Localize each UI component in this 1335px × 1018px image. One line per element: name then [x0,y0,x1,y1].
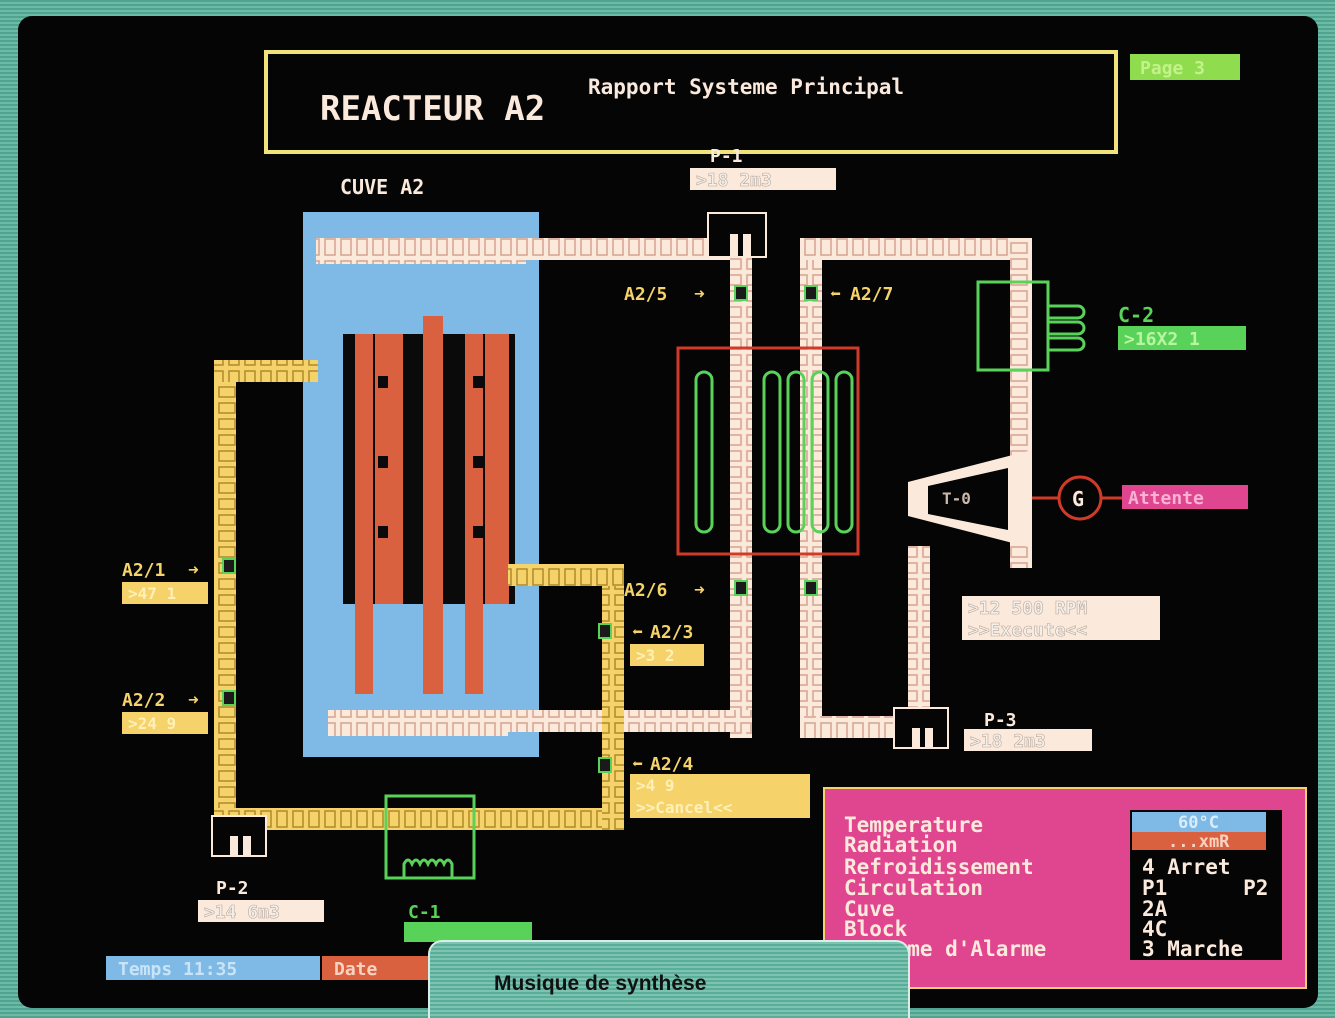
caption-tab: Musique de synthèse [428,940,910,1018]
valve-a2-4-readout: >4 9 [636,776,675,795]
pump-p1-label: P-1 [710,146,743,167]
valve-a2-4[interactable] [599,758,611,772]
valve-a2-3-label: A2/3 [650,622,693,643]
alarm-value: 3 Marche [1142,937,1243,961]
condenser-c2-readout: >16X2 1 [1124,329,1200,350]
valve-a2-3[interactable] [599,624,611,638]
pipe-down-main [730,238,752,738]
valve-a2-2[interactable] [223,691,235,705]
pipe-yellow-right [602,564,624,830]
radiation-value: ...xmR [1168,832,1230,852]
process-diagram: REACTEUR A2 Rapport Systeme Principal Pa… [18,16,1318,1008]
temperature-value: 60°C [1178,813,1219,833]
cancel-command[interactable]: >>Cancel<< [636,798,732,817]
valve-a2-4-label: A2/4 [650,754,694,775]
vessel-label: CUVE A2 [340,175,424,199]
turbine-label: T-0 [942,489,971,508]
time-display: Temps 11:35 [118,959,237,980]
vessel-top-header [316,238,526,264]
pump-p3-readout: >18 2m3 [970,731,1046,752]
valve-a2-1-readout: >47 1 [128,584,176,603]
fuel-block-a [375,334,403,604]
fuel-rod-1 [355,334,373,694]
generator-status: Attente [1128,488,1204,509]
fuel-rod-2 [423,316,443,694]
valve-a2-7[interactable] [805,286,817,300]
valve-a2-6-arrow: ➜ [694,580,705,601]
pump-p2[interactable] [212,816,266,856]
valve-a2-3-arrow: ⬅ [632,622,643,643]
pump-p1[interactable] [708,213,766,257]
condenser-c1-label: C-1 [408,902,441,923]
pipe-yellow-top [214,360,318,382]
valve-a2-3-readout: >3 2 [636,646,675,665]
pipe-yellow-left [214,360,236,830]
report-subtitle: Rapport Systeme Principal [588,75,904,99]
valve-a2-4-arrow: ⬅ [632,754,643,775]
rpm-readout: >12 500 RPM [968,598,1087,619]
fuel-block-b [485,334,509,604]
condenser-c2-label: C-2 [1118,303,1154,327]
pump-p1-readout: >18 2m3 [696,170,772,191]
exchanger-coils [696,372,852,532]
date-display: Date [334,959,378,980]
valve-a2-1-label: A2/1 [122,560,165,581]
valve-a2-2-arrow: ➜ [188,690,199,711]
valve-return[interactable] [805,581,817,595]
pump-p2-readout: >14 6m3 [204,902,280,923]
valve-a2-5[interactable] [735,286,747,300]
valve-a2-6[interactable] [735,581,747,595]
valve-a2-6-label: A2/6 [624,580,667,601]
valve-a2-1[interactable] [223,559,235,573]
valve-a2-1-arrow: ➜ [188,560,199,581]
pipe-yellow-bottom [214,808,624,830]
pipe-yellow-return [508,564,624,586]
generator-label: G [1072,487,1084,511]
pump-p2-label: P-2 [216,878,249,899]
reactor-title: REACTEUR A2 [320,89,545,129]
vessel-bottom-header [328,710,508,736]
condenser-c1-readout [404,922,532,942]
valve-a2-2-label: A2/2 [122,690,165,711]
valve-a2-5-label: A2/5 [624,284,667,305]
execute-command[interactable]: >>Execute<< [968,620,1087,641]
valve-a2-7-label: A2/7 [850,284,893,305]
status-label-radiation: Radiation [844,833,958,857]
page-badge[interactable]: Page 3 [1140,58,1205,79]
valve-a2-7-arrow: ⬅ [830,284,841,305]
valve-a2-5-arrow: ➜ [694,284,705,305]
pump-p3[interactable] [894,708,948,748]
caption-text: Musique de synthèse [494,972,706,996]
pipe-bottom-main [508,710,752,732]
valve-a2-2-readout: >24 9 [128,714,176,733]
heat-exchanger [678,348,858,554]
reactor-monitor-screen: REACTEUR A2 Rapport Systeme Principal Pa… [18,16,1318,1008]
pump-p3-label: P-3 [984,710,1017,731]
pipe-exchanger-top [800,238,1032,260]
